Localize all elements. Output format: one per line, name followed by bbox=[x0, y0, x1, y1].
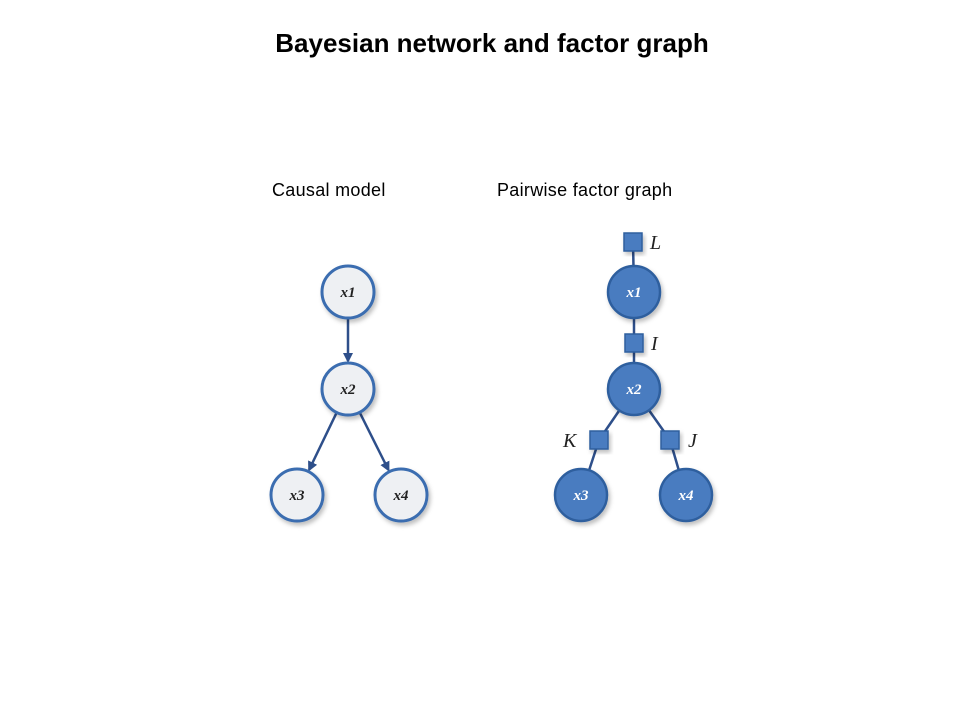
page-title: Bayesian network and factor graph bbox=[275, 28, 709, 58]
factor-graph-node-x2: x2 bbox=[606, 361, 662, 417]
factor-label-I: I bbox=[650, 333, 659, 355]
factor-square-I bbox=[624, 333, 644, 353]
causal-node-label: x3 bbox=[289, 488, 306, 504]
causal-node-circle bbox=[269, 467, 325, 523]
causal-model-caption: Causal model bbox=[272, 180, 386, 200]
factor-graph-node-circle bbox=[658, 467, 714, 523]
causal-node-x2: x2 bbox=[320, 361, 376, 417]
factor-graph-node-x1: x1 bbox=[606, 264, 662, 320]
causal-node-x1: x1 bbox=[320, 264, 376, 320]
causal-node-circle bbox=[373, 467, 429, 523]
factor-graph-node-label: x2 bbox=[626, 382, 643, 398]
factor-graph-node-x3: x3 bbox=[553, 467, 609, 523]
causal-node-label: x4 bbox=[393, 488, 410, 504]
causal-edge-x2-x4 bbox=[358, 412, 390, 472]
causal-node-circle bbox=[320, 361, 376, 417]
factor-graph-node-label: x4 bbox=[678, 488, 695, 504]
factor-graph-node-circle bbox=[606, 361, 662, 417]
factor-graph-node-label: x3 bbox=[573, 488, 590, 504]
factor-label-L: L bbox=[649, 232, 661, 254]
factor-square-K bbox=[589, 430, 609, 450]
factor-graph-node-circle bbox=[553, 467, 609, 523]
causal-edge-x2-x3 bbox=[308, 412, 338, 472]
factor-graph-node-label: x1 bbox=[626, 285, 642, 301]
causal-node-x3: x3 bbox=[269, 467, 325, 523]
factor-label-K: K bbox=[562, 430, 578, 452]
factor-graph-node-circle bbox=[606, 264, 662, 320]
causal-node-label: x2 bbox=[340, 382, 357, 398]
factor-graph-caption: Pairwise factor graph bbox=[497, 180, 673, 200]
causal-node-label: x1 bbox=[340, 285, 356, 301]
factor-square-J bbox=[660, 430, 680, 450]
causal-node-x4: x4 bbox=[373, 467, 429, 523]
causal-node-circle bbox=[320, 264, 376, 320]
factor-square-L bbox=[623, 232, 643, 252]
factor-graph-node-x4: x4 bbox=[658, 467, 714, 523]
factor-label-J: J bbox=[688, 430, 698, 452]
